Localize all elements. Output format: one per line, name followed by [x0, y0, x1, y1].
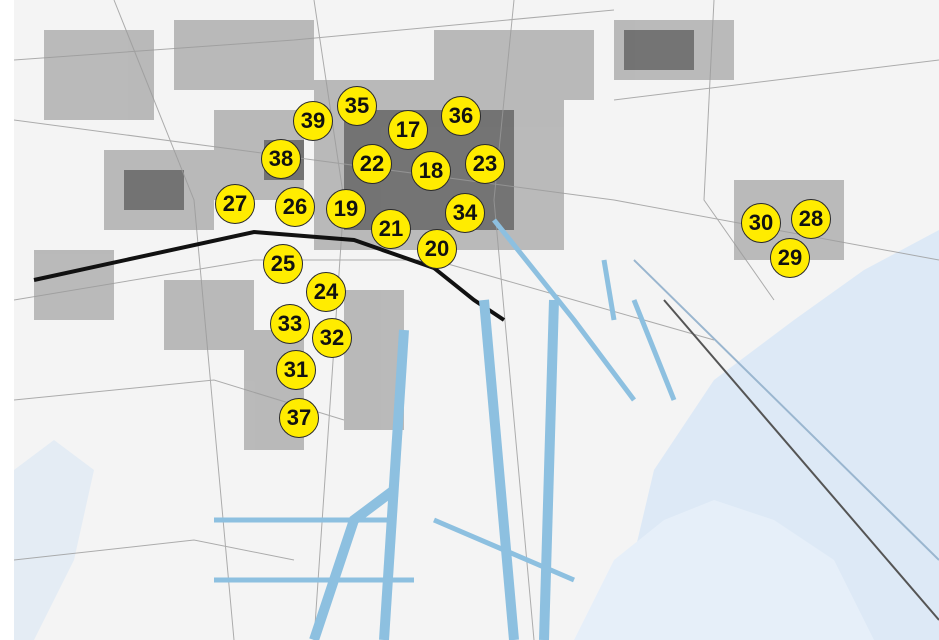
map-marker-37[interactable]: 37 — [279, 398, 319, 438]
map-marker-24[interactable]: 24 — [306, 272, 346, 312]
map-marker-28[interactable]: 28 — [791, 199, 831, 239]
map-marker-26[interactable]: 26 — [275, 187, 315, 227]
map-marker-20[interactable]: 20 — [417, 229, 457, 269]
map-marker-23[interactable]: 23 — [465, 144, 505, 184]
map-marker-35[interactable]: 35 — [337, 86, 377, 126]
map-marker-22[interactable]: 22 — [352, 144, 392, 184]
map-marker-27[interactable]: 27 — [215, 184, 255, 224]
map-marker-36[interactable]: 36 — [441, 96, 481, 136]
map-marker-25[interactable]: 25 — [263, 244, 303, 284]
map-marker-18[interactable]: 18 — [411, 151, 451, 191]
map-canvas[interactable]: 35 39 17 36 38 22 18 23 27 26 19 21 34 2… — [14, 0, 939, 640]
map-marker-30[interactable]: 30 — [741, 203, 781, 243]
map-marker-32[interactable]: 32 — [312, 318, 352, 358]
map-marker-31[interactable]: 31 — [276, 350, 316, 390]
map-marker-19[interactable]: 19 — [326, 189, 366, 229]
map-marker-39[interactable]: 39 — [293, 101, 333, 141]
map-marker-29[interactable]: 29 — [770, 238, 810, 278]
map-marker-38[interactable]: 38 — [261, 139, 301, 179]
map-basemap — [14, 0, 939, 640]
map-marker-17[interactable]: 17 — [388, 110, 428, 150]
map-marker-34[interactable]: 34 — [445, 193, 485, 233]
map-marker-33[interactable]: 33 — [270, 304, 310, 344]
map-marker-21[interactable]: 21 — [371, 209, 411, 249]
